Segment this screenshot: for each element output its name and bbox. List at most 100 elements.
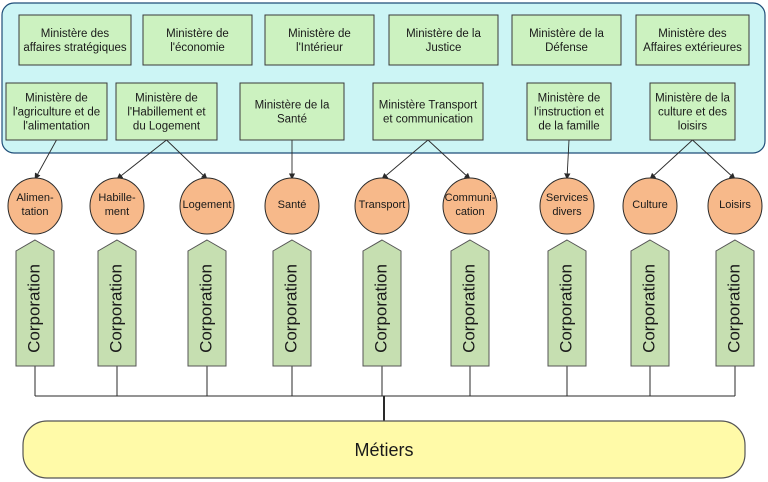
corporation-shape xyxy=(630,239,670,367)
sector-transport-line-1: Transport xyxy=(359,199,406,211)
corporation-logement: Corporation xyxy=(187,239,227,367)
sector-ellipse xyxy=(264,177,320,235)
ministry-box-agri: Ministère del'agriculture et del'aliment… xyxy=(5,82,108,141)
connector-hab-to-habillement xyxy=(116,139,167,180)
ministry-ins-line-2: l'instruction et xyxy=(534,107,605,119)
ministry-hab-line-2: l'Habillement et xyxy=(127,107,206,119)
ministry-san-line-1: Ministère de la xyxy=(255,100,330,112)
sector-alimentation: Alimen-tation xyxy=(7,177,63,235)
corporation-shape xyxy=(362,239,402,367)
corporation-label: Corporation xyxy=(281,264,300,353)
ministry-int-line-2: l'Intérieur xyxy=(296,42,343,54)
sector-ellipse xyxy=(7,177,63,235)
sector-ellipse xyxy=(179,177,235,235)
corporation-label: Corporation xyxy=(724,264,743,353)
corporation-shape xyxy=(187,239,227,367)
ministry-eco-line-1: Ministère de xyxy=(166,28,229,40)
ministry-box-rect xyxy=(142,14,253,66)
corporation-loisirs: Corporation xyxy=(715,239,755,367)
sector-habillement-line-2: ment xyxy=(105,206,129,218)
ministry-box-rect xyxy=(5,82,108,141)
corporation-shape xyxy=(715,239,755,367)
corporation-communication: Corporation xyxy=(450,239,490,367)
ministry-agri-line-2: l'agriculture et de xyxy=(13,107,100,119)
ministry-box-def: Ministère de la Défense xyxy=(511,14,622,66)
connector-cul-to-culture xyxy=(649,139,693,180)
sector-logement-line-1: Logement xyxy=(183,199,232,211)
ministry-cul-line-3: loisirs xyxy=(678,121,708,133)
connector-hab-to-logement xyxy=(166,139,208,180)
sector-communication-line-1: Communi- xyxy=(445,192,496,204)
sector-services-line-1: Services xyxy=(546,192,589,204)
sector-culture: Culture xyxy=(622,177,678,235)
ministry-jus-line-2: Justice xyxy=(426,42,462,54)
sector-services-line-2: divers xyxy=(552,206,582,218)
sector-loisirs: Loisirs xyxy=(707,177,763,235)
ministry-agri-line-3: l'alimentation xyxy=(23,121,90,133)
ministry-box-rect xyxy=(511,14,622,66)
connector-agri-to-alimentation xyxy=(34,139,57,180)
ministry-def-line-1: Ministère de la xyxy=(529,28,604,40)
ministry-box-int: Ministère de l'Intérieur xyxy=(264,14,375,66)
sector-communication-line-2: cation xyxy=(455,206,484,218)
sector-ellipse xyxy=(707,177,763,235)
corporation-bus-layer xyxy=(34,366,736,421)
ministry-box-rect xyxy=(372,82,484,141)
sector-transport: Transport xyxy=(354,177,410,235)
corporation-label: Corporation xyxy=(639,264,658,353)
sector-ellipse xyxy=(354,177,410,235)
corporation-shape xyxy=(272,239,312,367)
ministry-def-line-2: Défense xyxy=(545,42,588,54)
sectors-layer: Alimen-tation Habille-ment Logement Santé Tr… xyxy=(7,177,763,235)
sector-habillement-line-1: Habille- xyxy=(98,192,136,204)
ministry-box-tra: Ministère Transport et communication xyxy=(372,82,484,141)
corporations-layer: Corporation Corporation Corporation Corpora… xyxy=(15,239,755,367)
metiers-box xyxy=(22,420,746,479)
corporation-sante: Corporation xyxy=(272,239,312,367)
ministry-box-rect xyxy=(115,82,218,141)
corporation-label: Corporation xyxy=(24,264,43,353)
sector-services: Services divers xyxy=(539,177,595,235)
ministry-ext-line-2: Affaires extérieures xyxy=(643,42,742,54)
ministry-box-rect xyxy=(239,82,345,141)
sector-loisirs-line-1: Loisirs xyxy=(719,199,751,211)
metiers-group: Métiers xyxy=(22,420,746,479)
ministry-box-rect xyxy=(635,14,750,66)
ministry-cul-line-2: culture et des xyxy=(658,107,727,119)
sector-ellipse xyxy=(89,177,145,235)
sector-sante: Santé xyxy=(264,177,320,235)
ministry-tra-line-2: et communication xyxy=(383,114,473,126)
sector-logement: Logement xyxy=(179,177,235,235)
corporation-shape xyxy=(97,239,137,367)
corporation-label: Corporation xyxy=(459,264,478,353)
corporation-shape xyxy=(547,239,587,367)
ministry-hab-line-1: Ministère de xyxy=(135,93,198,105)
corporation-label: Corporation xyxy=(106,264,125,353)
ministry-tra-line-1: Ministère Transport xyxy=(379,100,478,112)
connectors-layer xyxy=(34,139,736,180)
ministry-box-rect xyxy=(526,82,612,141)
sector-culture-line-1: Culture xyxy=(632,199,667,211)
sector-ellipse xyxy=(622,177,678,235)
ministry-hab-line-3: du Logement xyxy=(133,121,201,133)
ministry-int-line-1: Ministère de xyxy=(288,28,351,40)
metiers-label: Métiers xyxy=(354,440,413,460)
sector-habillement: Habille-ment xyxy=(89,177,145,235)
corporation-shape xyxy=(450,239,490,367)
corporation-transport: Corporation xyxy=(362,239,402,367)
connector-tra-to-transport xyxy=(381,139,429,180)
connector-tra-to-communication xyxy=(427,139,471,180)
ministry-box-eco: Ministère del'économie xyxy=(142,14,253,66)
sector-sante-line-1: Santé xyxy=(278,199,307,211)
ministry-box-rect xyxy=(649,82,736,141)
corporation-label: Corporation xyxy=(196,264,215,353)
ministry-ins-line-1: Ministère de xyxy=(538,93,601,105)
corporation-services: Corporation xyxy=(547,239,587,367)
